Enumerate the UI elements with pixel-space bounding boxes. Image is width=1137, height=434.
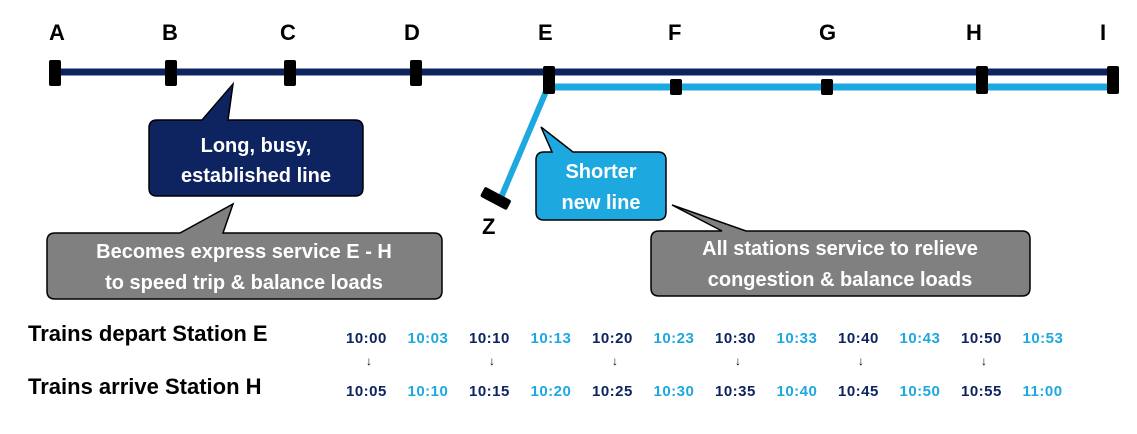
station-marker-e [543,66,555,94]
depart-time-0: 10:00 [346,330,387,347]
new-line-callout-line-2: new line [562,192,641,214]
all-stations-callout [650,204,1031,297]
depart-time-2: 10:10 [469,330,510,347]
new-line-callout [535,126,667,221]
station-label-z: Z [482,214,495,239]
down-arrow-icon: ↓ [366,354,372,368]
station-marker-c [284,60,296,86]
depart-time-8: 10:40 [838,330,879,347]
down-arrow-icon: ↓ [981,354,987,368]
express-service-callout [46,202,443,300]
arrive-time-1: 10:10 [407,383,449,400]
station-marker-d [410,60,422,86]
depart-time-6: 10:30 [715,330,756,347]
station-marker-f [670,79,682,95]
arrive-time-10: 10:55 [961,383,1002,400]
station-marker-a [49,60,61,86]
depart-time-9: 10:43 [899,330,941,347]
station-label-b: B [162,20,178,45]
arrive-time-11: 11:00 [1022,383,1063,400]
arrive-time-7: 10:40 [776,383,818,400]
express-note-line-1: Becomes express service E - H [96,241,392,263]
arrive-row-label: Trains arrive Station H [28,374,262,399]
station-label-i: I [1100,20,1106,45]
depart-time-10: 10:50 [961,330,1002,347]
new-line-branch [497,80,553,202]
arrive-time-5: 10:30 [653,383,695,400]
arrive-time-9: 10:50 [899,383,941,400]
arrive-time-2: 10:15 [469,383,510,400]
arrive-time-4: 10:25 [592,383,633,400]
station-label-f: F [668,20,681,45]
arrive-time-0: 10:05 [346,383,387,400]
depart-time-11: 10:53 [1022,330,1064,347]
depart-time-1: 10:03 [407,330,449,347]
station-label-g: G [819,20,836,45]
arrive-time-8: 10:45 [838,383,879,400]
station-marker-g [821,79,833,95]
arrive-time-6: 10:35 [715,383,756,400]
established-line-callout [148,81,364,197]
established-callout-line-1: Long, busy, [201,135,312,157]
station-marker-h [976,66,988,94]
depart-time-7: 10:33 [776,330,818,347]
all-stations-note-line-2: congestion & balance loads [708,269,973,291]
established-callout-line-2: established line [181,165,331,187]
station-label-e: E [538,20,553,45]
down-arrow-icon: ↓ [612,354,618,368]
depart-time-4: 10:20 [592,330,633,347]
down-arrow-icon: ↓ [489,354,495,368]
new-line-callout-line-1: Shorter [565,161,636,183]
all-stations-note-line-1: All stations service to relieve [702,238,978,260]
station-marker-z [480,187,511,210]
station-label-a: A [49,20,65,45]
station-label-h: H [966,20,982,45]
station-label-d: D [404,20,420,45]
down-arrow-icon: ↓ [735,354,741,368]
depart-row-label: Trains depart Station E [28,321,268,346]
station-marker-i [1107,66,1119,94]
down-arrow-icon: ↓ [858,354,864,368]
express-note-line-2: to speed trip & balance loads [105,272,383,294]
depart-time-3: 10:13 [530,330,572,347]
arrive-time-3: 10:20 [530,383,572,400]
station-marker-b [165,60,177,86]
depart-time-5: 10:23 [653,330,695,347]
station-label-c: C [280,20,296,45]
